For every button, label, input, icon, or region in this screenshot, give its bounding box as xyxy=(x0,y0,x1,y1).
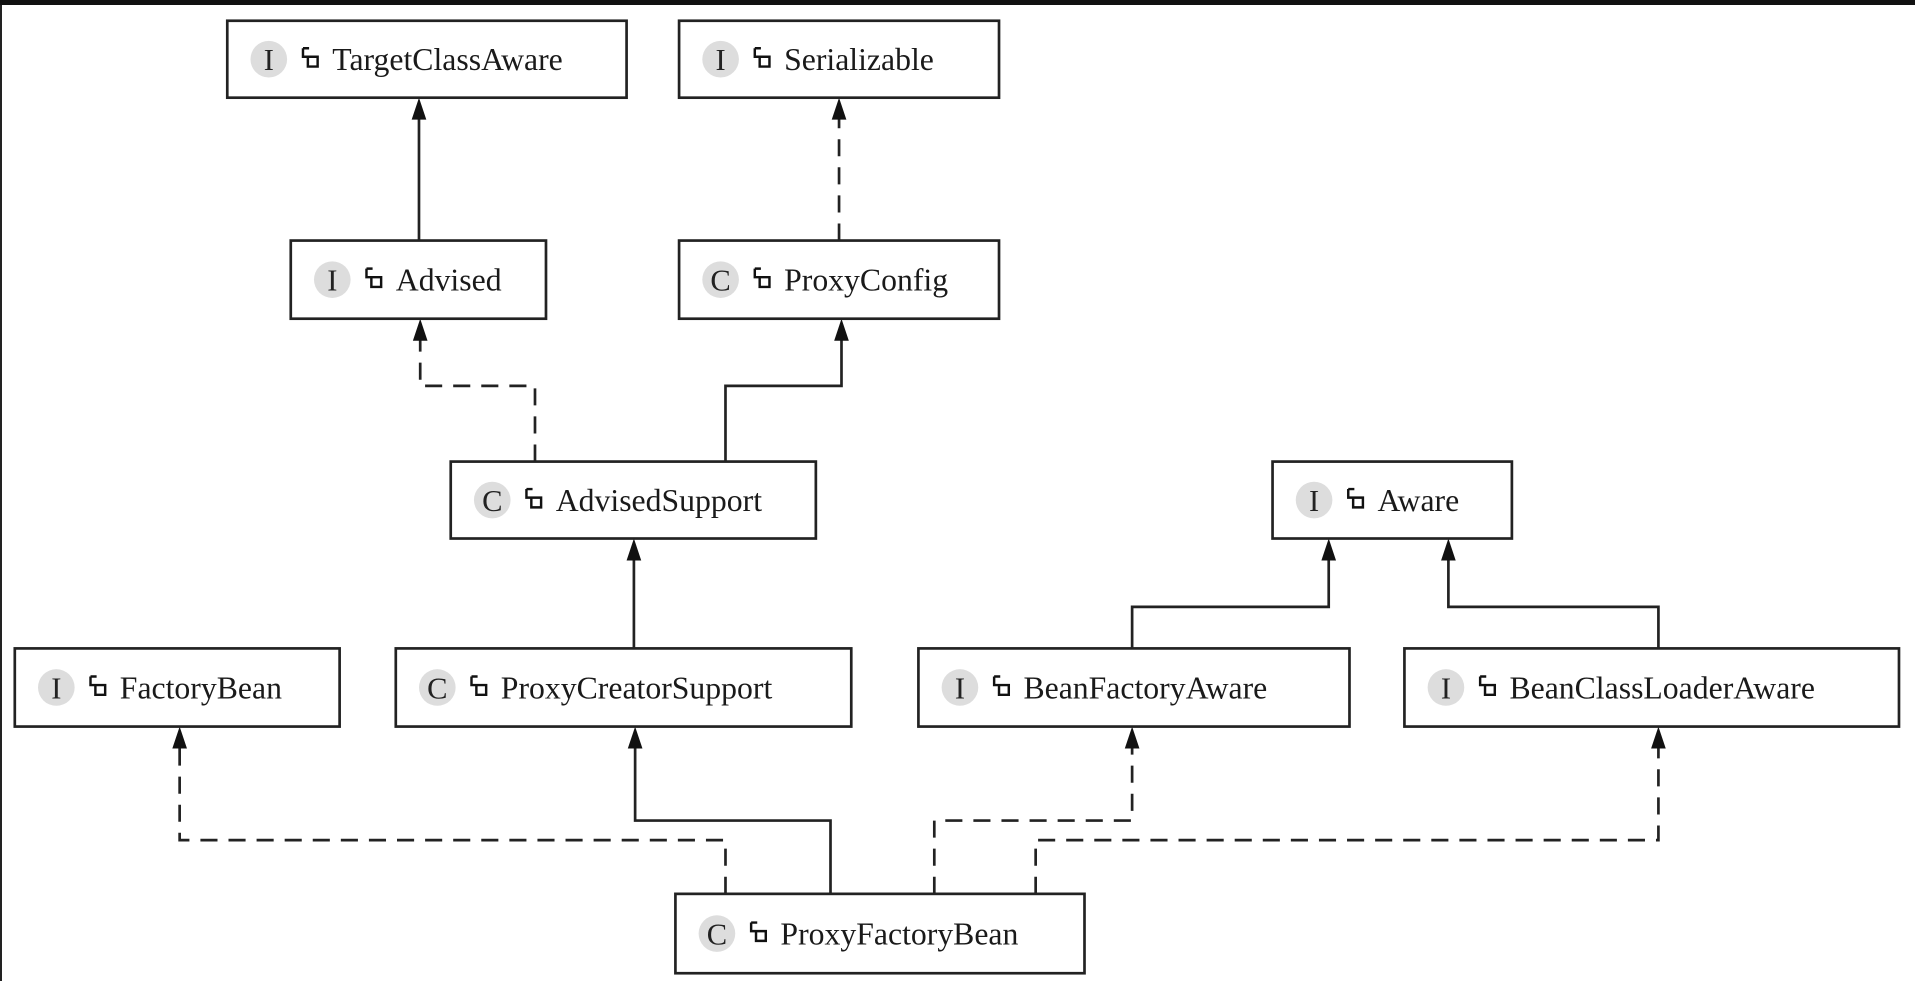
class-node-bean-class-loader-aware[interactable]: I BeanClassLoaderAware xyxy=(1403,647,1901,728)
extends-line xyxy=(724,335,843,462)
arrowhead-icon xyxy=(1651,726,1666,749)
public-visibility-icon xyxy=(89,675,107,697)
public-visibility-icon xyxy=(753,267,771,289)
edge-proxy-factory-bean-to-bean-class-loader-aware xyxy=(1034,726,1666,894)
arrowhead-icon xyxy=(172,726,187,749)
class-name: ProxyCreatorSupport xyxy=(501,670,773,705)
extends-line xyxy=(633,743,832,894)
extends-line xyxy=(1447,555,1660,649)
implements-line xyxy=(418,335,537,462)
kind-badge-letter: C xyxy=(482,484,502,518)
kind-badge-letter: I xyxy=(1441,671,1451,705)
class-node-proxy-config[interactable]: C ProxyConfig xyxy=(677,239,1001,321)
arrowhead-icon xyxy=(1441,538,1456,561)
edge-advised-to-target-class-aware xyxy=(411,97,427,241)
public-visibility-icon xyxy=(301,47,319,68)
class-node-proxy-creator-support[interactable]: C ProxyCreatorSupport xyxy=(394,647,853,728)
interface-badge-icon xyxy=(941,669,979,706)
node-box xyxy=(1403,647,1901,728)
class-name: ProxyConfig xyxy=(784,263,948,298)
edge-advised-support-to-advised xyxy=(412,318,537,462)
class-node-advised-support[interactable]: C AdvisedSupport xyxy=(449,460,818,540)
public-visibility-icon xyxy=(753,47,771,68)
window-top-bar xyxy=(0,0,1915,5)
edge-proxy-factory-bean-to-factory-bean xyxy=(172,726,727,894)
edge-advised-support-to-proxy-config xyxy=(724,318,849,462)
kind-badge-letter: C xyxy=(710,264,730,298)
class-name: Serializable xyxy=(784,42,934,77)
arrowhead-icon xyxy=(411,97,427,120)
arrowhead-icon xyxy=(412,318,428,341)
implements-line xyxy=(1034,743,1660,894)
class-badge-icon xyxy=(698,915,736,952)
interface-badge-icon xyxy=(1295,481,1333,519)
edge-proxy-factory-bean-to-proxy-creator-support xyxy=(627,726,832,894)
node-box xyxy=(449,460,818,540)
interface-badge-icon xyxy=(250,40,288,78)
class-name: BeanFactoryAware xyxy=(1023,670,1267,705)
diagram-frame xyxy=(0,5,1915,981)
edge-proxy-factory-bean-to-bean-factory-aware xyxy=(932,726,1140,894)
edge-bean-class-loader-aware-to-aware xyxy=(1441,538,1660,649)
kind-badge-letter: I xyxy=(1309,484,1319,518)
kind-badge-letter: I xyxy=(327,264,337,298)
public-visibility-icon xyxy=(749,921,768,943)
arrowhead-icon xyxy=(626,538,642,561)
public-visibility-icon xyxy=(470,675,488,697)
class-node-proxy-factory-bean[interactable]: C ProxyFactoryBean xyxy=(674,892,1086,975)
arrowhead-icon xyxy=(1321,538,1337,561)
edge-bean-factory-aware-to-aware xyxy=(1130,538,1337,649)
extends-line xyxy=(1130,555,1331,649)
interface-badge-icon xyxy=(37,669,75,706)
class-node-serializable[interactable]: I Serializable xyxy=(677,19,1001,100)
kind-badge-letter: I xyxy=(264,43,274,77)
public-visibility-icon xyxy=(1347,487,1365,509)
node-box xyxy=(225,19,628,100)
class-node-factory-bean[interactable]: I FactoryBean xyxy=(13,647,341,728)
kind-badge-letter: I xyxy=(955,671,965,705)
class-name: AdvisedSupport xyxy=(556,483,762,518)
class-badge-icon xyxy=(473,481,511,519)
node-box xyxy=(674,892,1086,975)
class-badge-icon xyxy=(418,669,456,706)
class-name: BeanClassLoaderAware xyxy=(1509,670,1815,705)
public-visibility-icon xyxy=(365,267,383,289)
interface-badge-icon xyxy=(1427,669,1465,706)
arrowhead-icon xyxy=(834,318,849,341)
edge-proxy-config-to-serializable xyxy=(831,97,847,241)
edge-proxy-creator-support-to-advised-support xyxy=(626,538,642,649)
arrowhead-icon xyxy=(627,726,643,749)
class-name: FactoryBean xyxy=(120,670,282,705)
arrowhead-icon xyxy=(831,97,847,120)
class-name: TargetClassAware xyxy=(332,42,562,77)
class-name: ProxyFactoryBean xyxy=(780,917,1018,952)
class-name: Advised xyxy=(396,263,502,298)
kind-badge-letter: I xyxy=(716,43,726,77)
class-node-advised[interactable]: I Advised xyxy=(289,239,548,321)
node-box xyxy=(917,647,1351,728)
kind-badge-letter: C xyxy=(707,918,727,952)
class-badge-icon xyxy=(702,261,739,298)
public-visibility-icon xyxy=(525,487,543,509)
interface-badge-icon xyxy=(313,261,351,298)
kind-badge-letter: C xyxy=(427,671,447,705)
class-node-bean-factory-aware[interactable]: I BeanFactoryAware xyxy=(917,647,1351,728)
class-node-aware[interactable]: I Aware xyxy=(1271,460,1514,540)
implements-line xyxy=(932,743,1134,894)
arrowhead-icon xyxy=(1124,726,1140,749)
public-visibility-icon xyxy=(992,675,1011,697)
public-visibility-icon xyxy=(1478,675,1497,697)
node-box xyxy=(394,647,853,728)
class-node-target-class-aware[interactable]: I TargetClassAware xyxy=(225,19,628,100)
implements-line xyxy=(178,743,727,894)
class-name: Aware xyxy=(1378,483,1460,518)
kind-badge-letter: I xyxy=(51,671,61,705)
interface-badge-icon xyxy=(702,40,739,78)
